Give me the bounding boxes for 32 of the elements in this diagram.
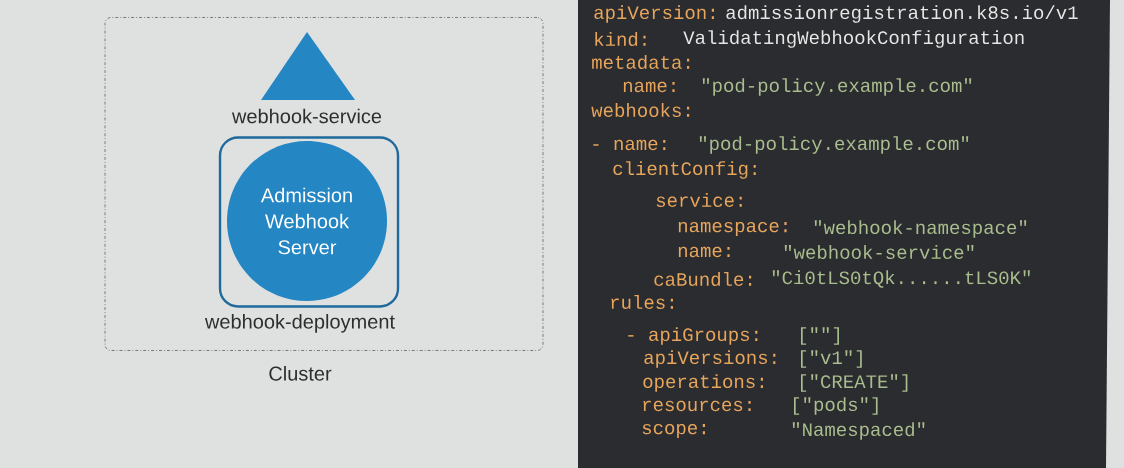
code-key: rules: xyxy=(611,295,673,309)
code-key: - apiGroups: xyxy=(628,327,758,345)
code-key: name: xyxy=(623,81,675,93)
code-key: - name: xyxy=(593,139,666,151)
code-key: metadata: xyxy=(592,55,690,69)
node-label: webhook-deployment xyxy=(204,314,395,333)
code-value: ["pods"] xyxy=(794,397,878,415)
code-value: admissionregistration.k8s.io/v1 xyxy=(726,5,1078,23)
code-key: clientConfig: xyxy=(613,161,756,179)
node-caption: webhook-service xyxy=(231,108,382,124)
code-value: "Namespaced" xyxy=(792,422,925,440)
code-key: webhooks: xyxy=(591,103,690,117)
code-value: ["CREATE"] xyxy=(801,374,908,392)
code-key: kind: xyxy=(595,32,646,46)
code-value: "Ci0tLS0tQk......tLS0K" xyxy=(772,270,1030,288)
code-value: ["v1"] xyxy=(801,350,862,368)
code-value: "webhook-namespace" xyxy=(814,220,1027,238)
code-key: caBundle: xyxy=(654,272,752,286)
code-key: namespace: xyxy=(678,221,787,237)
code-value: ValidatingWebhookConfiguration xyxy=(683,30,1024,48)
code-key: apiVersion: xyxy=(594,5,714,23)
code-key: resources: xyxy=(643,400,751,412)
code-value: "webhook-service" xyxy=(784,245,974,259)
code-key: name: xyxy=(678,246,730,258)
code-value: [""] xyxy=(801,327,839,345)
code-key: apiVersions: xyxy=(644,350,776,368)
node-label: Cluster xyxy=(269,366,332,381)
code-key: scope: xyxy=(642,423,705,439)
code-key: service: xyxy=(656,193,742,207)
code-key: operations: xyxy=(643,374,763,392)
code-value: "pod-policy.example.com" xyxy=(702,78,972,96)
code-value: "pod-policy.example.com" xyxy=(699,136,969,154)
